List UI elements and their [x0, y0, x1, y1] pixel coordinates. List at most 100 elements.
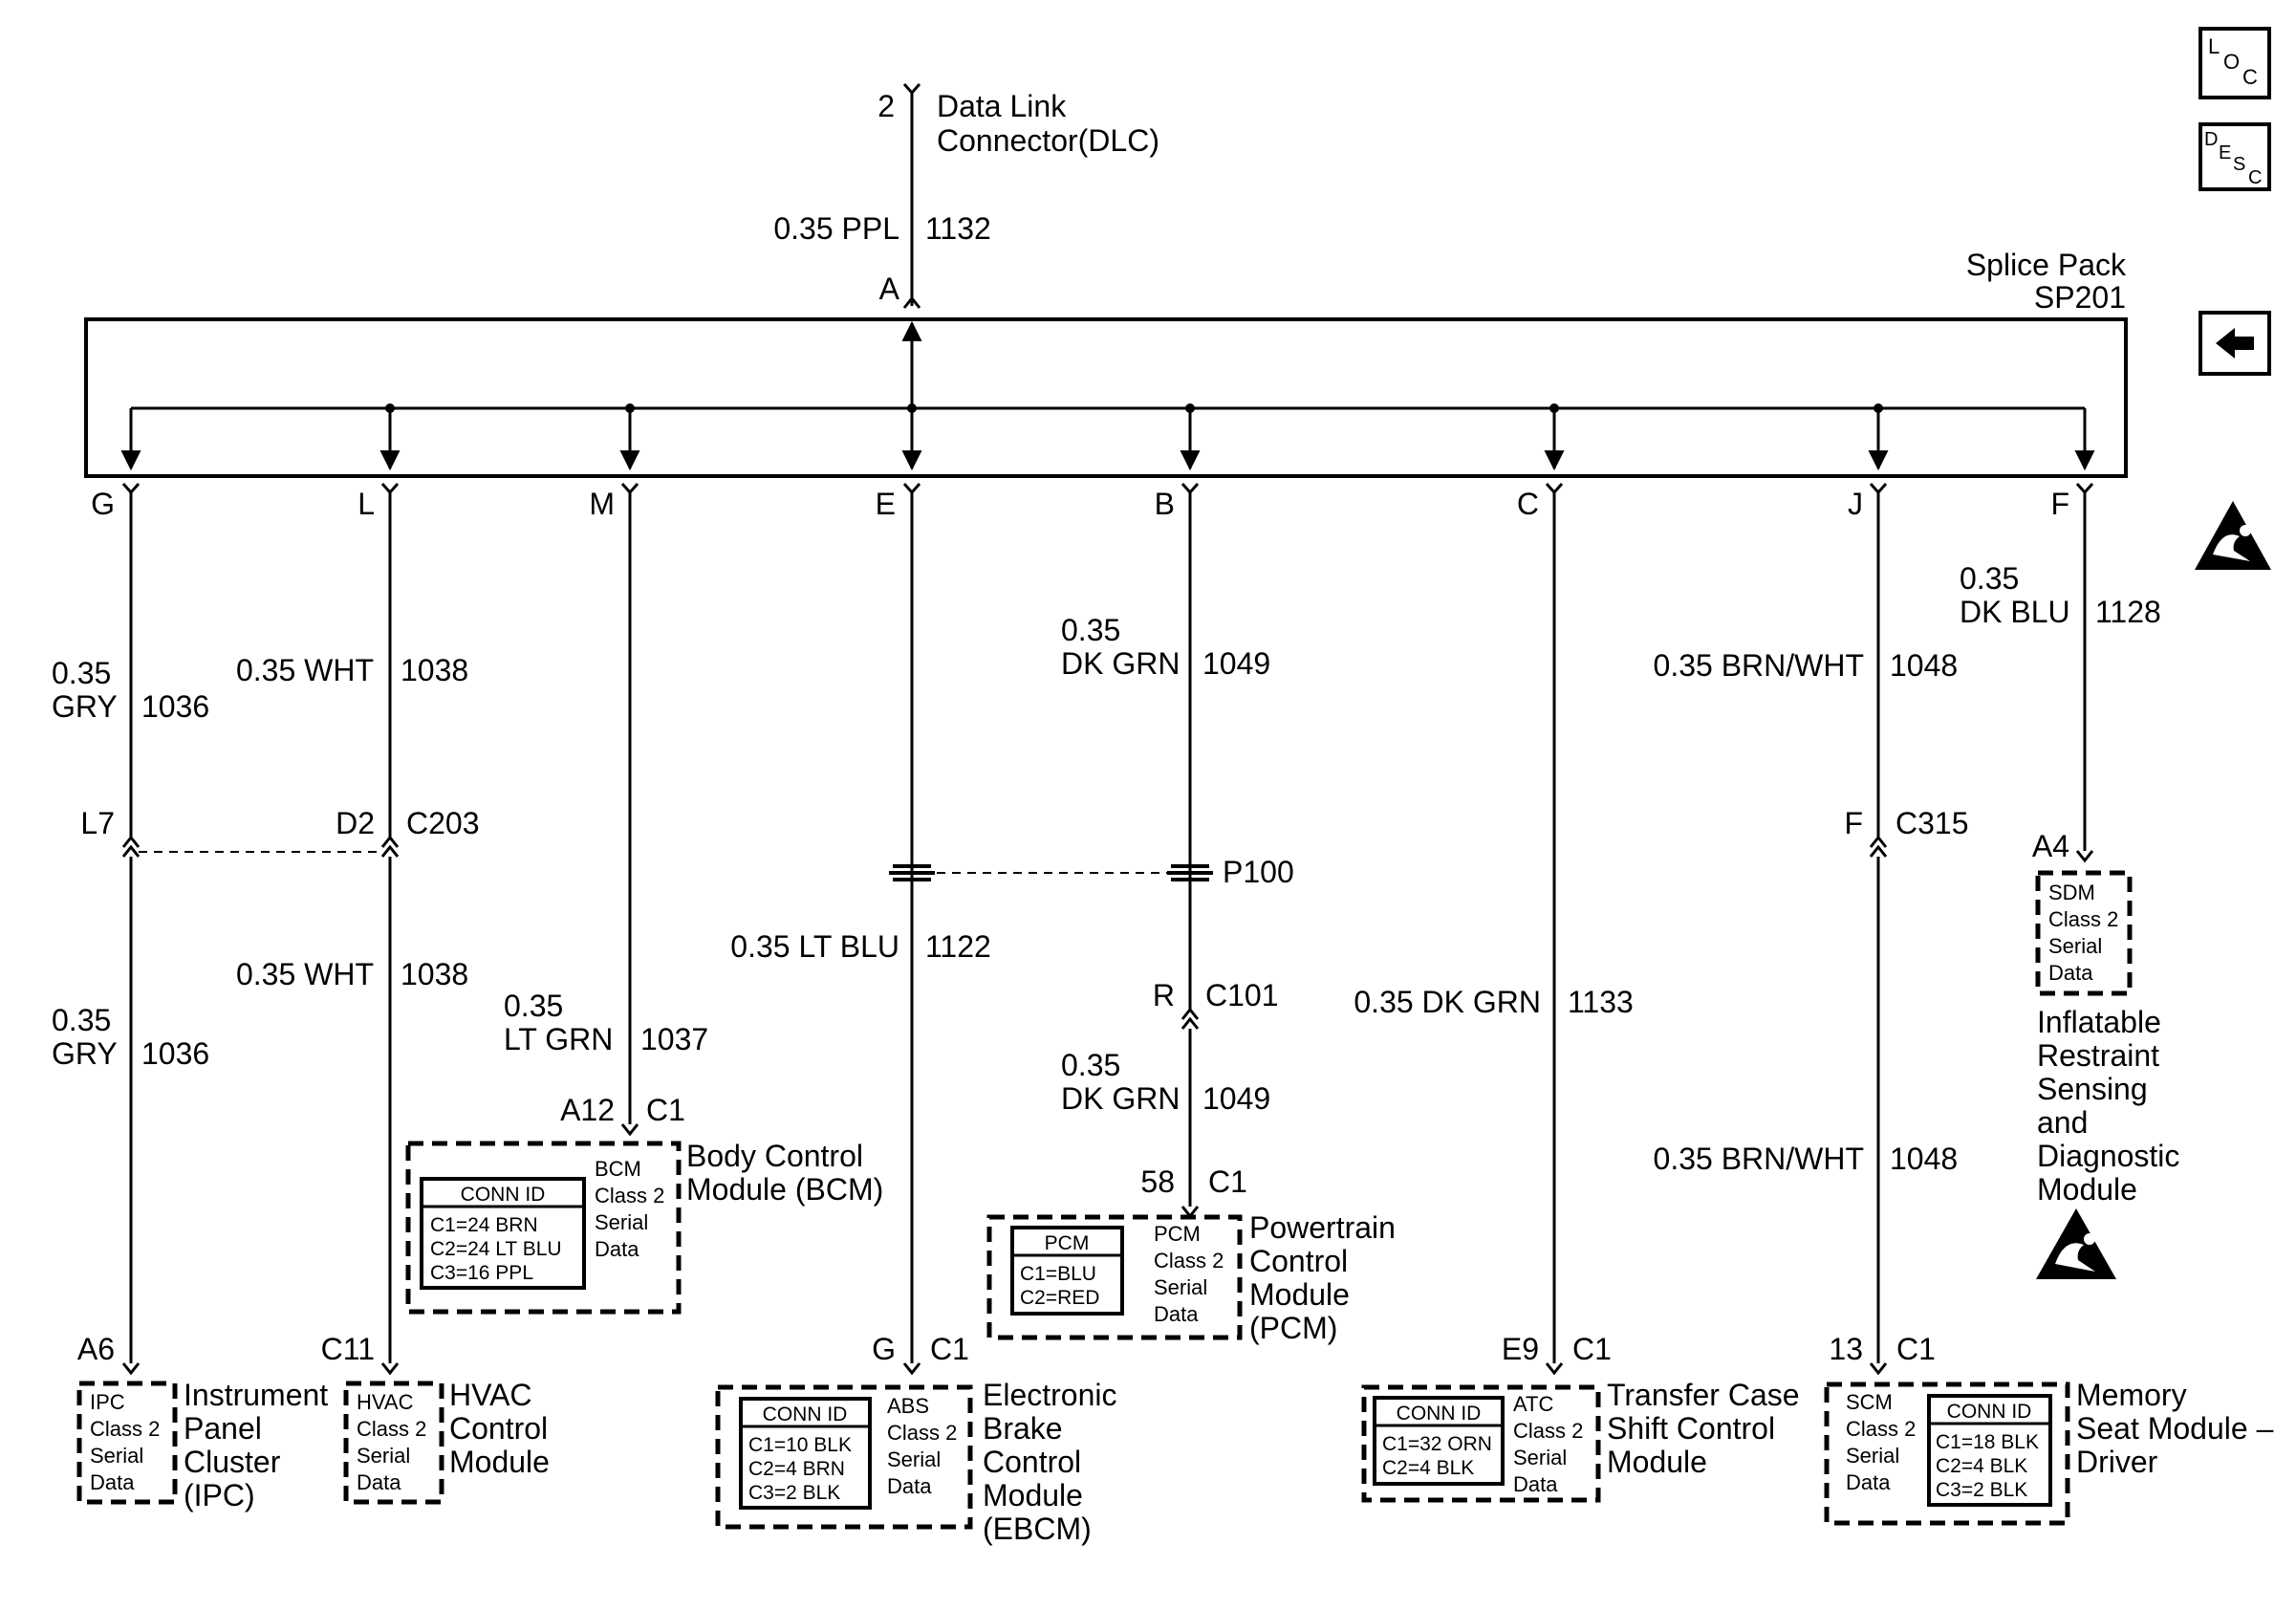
pcm-conn: C101 [1205, 978, 1279, 1012]
ipc-wire-top-2: GRY [52, 689, 118, 724]
sdm-wire-2: DK BLU [1960, 595, 2070, 629]
bcm-box-class: Class 2 [595, 1184, 664, 1208]
sdm-name: Restraint [2037, 1038, 2159, 1073]
ipc-name: Cluster [184, 1445, 281, 1479]
ipc-name: (IPC) [184, 1478, 255, 1512]
scm-circuit-top: 1048 [1890, 648, 1958, 683]
branch-atc: C 0.35 DK GRN 1133 E9 C1 CONN ID C1=32 O… [1354, 487, 1800, 1503]
bcm-conn-id-row: C3=16 PPL [430, 1262, 533, 1284]
airbag-warning-icon[interactable] [2195, 501, 2271, 570]
scm-wire-top: 0.35 BRN/WHT [1654, 648, 1864, 683]
atc-module-box [1361, 1384, 1601, 1503]
splice-dot [1549, 403, 1559, 413]
sdm-module-box [2035, 870, 2133, 996]
scm-conn: C315 [1895, 806, 1969, 840]
bcm-module-pin: A12 [560, 1093, 615, 1127]
hvac-box-class: Class 2 [357, 1417, 426, 1441]
pcm-circuit-top: 1049 [1202, 646, 1270, 681]
branch-bcm: M 0.35 LT GRN 1037 A12 C1 CONN ID C1=24 … [405, 487, 883, 1315]
hvac-name: HVAC [449, 1378, 532, 1412]
ipc-box-class: Class 2 [90, 1417, 160, 1441]
pin-f: F [2050, 487, 2069, 521]
branch-ebcm: E 0.35 LT BLU 1122 G C1 CONN ID C1=10 BL… [715, 487, 1171, 1546]
pin-m: M [589, 487, 615, 521]
back-arrow-icon[interactable] [2199, 311, 2271, 376]
ebcm-box-data: Data [887, 1474, 932, 1498]
pcm-conn-pin: R [1153, 978, 1175, 1012]
ebcm-inline-connector [889, 864, 935, 881]
branch-hvac: L 0.35 WHT 1038 D2 C203 0.35 WHT 1038 C1… [236, 487, 550, 1505]
ipc-circuit-top: 1036 [141, 689, 209, 724]
atc-conn-id-row: C2=4 BLK [1382, 1457, 1474, 1479]
ipc-wire-bot-1: 0.35 [52, 1003, 111, 1037]
hvac-circuit-bot: 1038 [401, 957, 468, 991]
ebcm-conn-id-table [739, 1397, 872, 1510]
pcm-conn-id-table [1010, 1226, 1124, 1316]
scm-name: Seat Module – [2076, 1411, 2274, 1446]
atc-circuit: 1133 [1568, 985, 1634, 1019]
ebcm-module-pin: G [872, 1332, 896, 1366]
pin-g: G [91, 487, 115, 521]
scm-module-conn: C1 [1896, 1332, 1936, 1366]
ipc-wire-bot-2: GRY [52, 1036, 118, 1071]
sdm-module-pin: A4 [2032, 829, 2069, 863]
scm-box-label: SCM [1846, 1390, 1893, 1414]
hvac-circuit-top: 1038 [401, 653, 468, 687]
pcm-module-conn: C1 [1208, 1164, 1247, 1199]
branch-scm: J 0.35 BRN/WHT 1048 F C315 0.35 BRN/WHT … [1654, 487, 2274, 1526]
sdm-name: and [2037, 1105, 2088, 1140]
pcm-wire-top-2: DK GRN [1061, 646, 1180, 681]
ebcm-name: Electronic [983, 1378, 1117, 1412]
scm-conn-id-row: C1=18 BLK [1936, 1431, 2039, 1453]
branch-sdm: F 0.35 DK BLU 1128 A4 SDM Class 2 Serial… [1960, 487, 2179, 1207]
desc-icon-letter: D [2204, 129, 2218, 150]
hvac-conn: C203 [406, 806, 480, 840]
splice-dot [1874, 403, 1883, 413]
ipc-box-data: Data [90, 1470, 135, 1494]
scm-circuit-bot: 1048 [1890, 1142, 1958, 1176]
scm-conn-id-row: C2=4 BLK [1936, 1455, 2027, 1477]
ipc-name: Instrument [184, 1378, 328, 1412]
atc-name: Module [1607, 1445, 1707, 1479]
ipc-name: Panel [184, 1411, 262, 1446]
atc-conn-id-row: C1=32 ORN [1382, 1433, 1492, 1455]
ebcm-module-box [715, 1384, 973, 1530]
scm-conn-id-table [1927, 1394, 2052, 1507]
ebcm-name: Module [983, 1478, 1083, 1512]
bcm-wire-1: 0.35 [504, 989, 563, 1023]
pin-b: B [1155, 487, 1175, 521]
splice-pack-id: SP201 [2034, 280, 2126, 315]
hvac-box-data: Data [357, 1470, 401, 1494]
atc-conn: C1 [1572, 1332, 1612, 1366]
sdm-wire-1: 0.35 [1960, 561, 2019, 596]
atc-conn-id-table [1373, 1396, 1505, 1486]
ebcm-name: Control [983, 1445, 1081, 1479]
ebcm-conn-id-row: C3=2 BLK [748, 1482, 840, 1504]
scm-box-data: Data [1846, 1470, 1891, 1494]
hvac-module-pin: C11 [321, 1332, 375, 1366]
hvac-wire-top: 0.35 WHT [236, 653, 374, 687]
bcm-name: Module (BCM) [686, 1172, 883, 1207]
desc-icon[interactable]: D E S C [2199, 122, 2271, 191]
pcm-box-label: PCM [1154, 1222, 1201, 1246]
loc-icon-letter: C [2242, 65, 2258, 89]
bcm-conn-id-row: C1=24 BRN [430, 1214, 538, 1236]
bcm-module-box [405, 1141, 682, 1315]
atc-module-pin: E9 [1502, 1332, 1539, 1366]
pcm-box-class: Class 2 [1154, 1249, 1224, 1273]
ipc-module-box [76, 1381, 178, 1505]
hvac-name: Control [449, 1411, 548, 1446]
atc-wire: 0.35 DK GRN [1354, 985, 1541, 1019]
pcm-module-box [986, 1214, 1243, 1340]
pcm-box-data: Data [1154, 1302, 1199, 1326]
pin-e: E [876, 487, 896, 521]
loc-icon[interactable]: L O C [2199, 27, 2271, 99]
sdm-name: Sensing [2037, 1072, 2148, 1106]
scm-module-box [1824, 1382, 2070, 1526]
pcm-conn-id-row: C1=BLU [1020, 1263, 1096, 1285]
ipc-module-pin: A6 [77, 1332, 115, 1366]
scm-wire-bot: 0.35 BRN/WHT [1654, 1142, 1864, 1176]
dlc-name-1: Data Link [937, 89, 1067, 123]
pin-j: J [1848, 487, 1863, 521]
